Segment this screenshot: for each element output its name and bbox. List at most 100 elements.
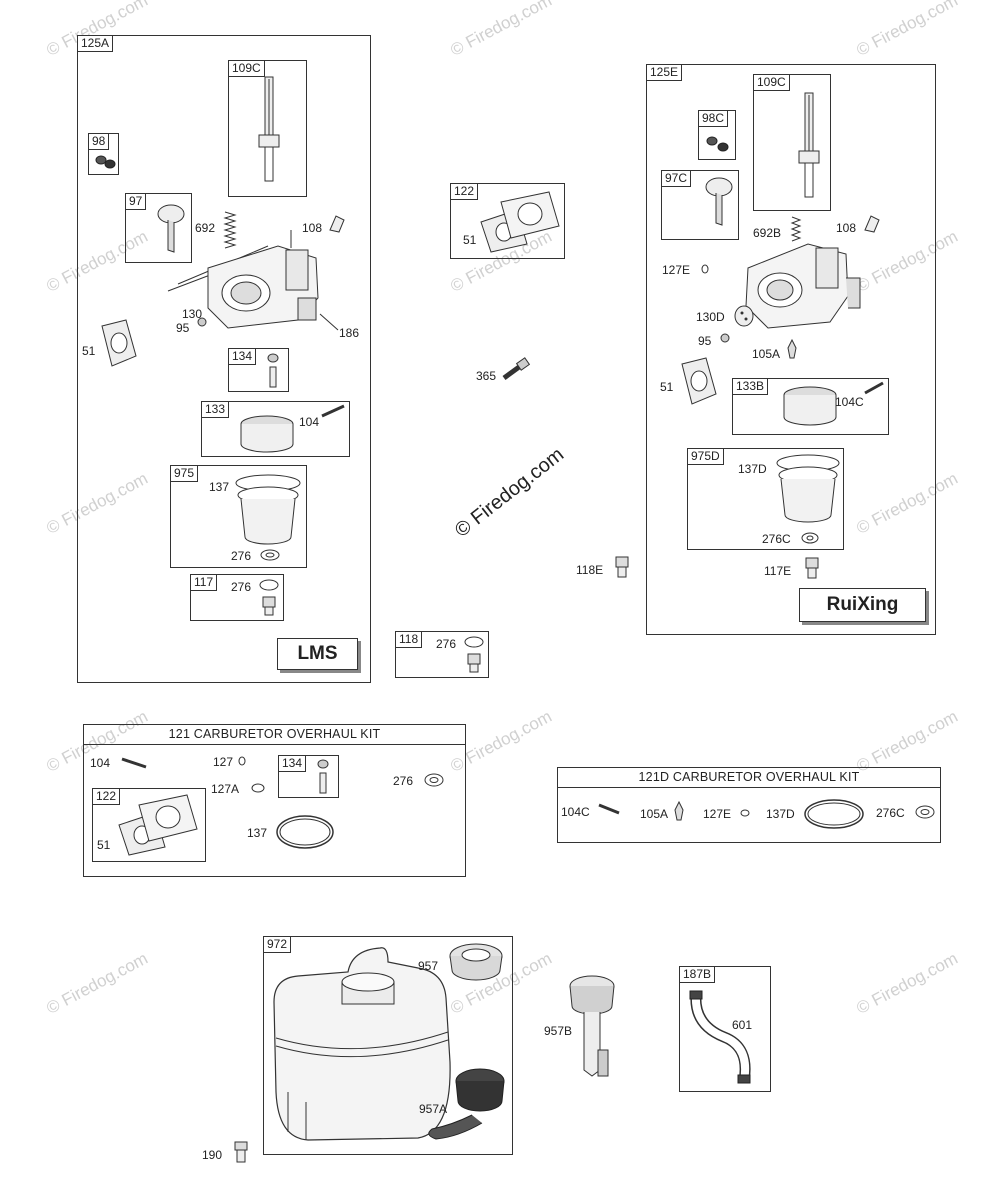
float-icon	[238, 414, 296, 454]
needle-valve-icon	[705, 133, 731, 155]
insulator-gasket-icon	[115, 791, 201, 857]
part-tag: 117	[190, 574, 218, 591]
part-tag: 975	[170, 465, 199, 482]
main-jet-icon	[315, 759, 331, 795]
part-tag: 134	[278, 755, 307, 772]
part-label: 137	[247, 826, 268, 840]
box-133: 133 104	[201, 401, 350, 457]
part-label: 276	[231, 580, 252, 594]
spring-icon	[790, 215, 802, 243]
carburetor-icon	[168, 228, 333, 338]
part-label: 95	[698, 334, 712, 348]
washer-icon	[423, 772, 445, 788]
bowl-screw-icon	[462, 634, 486, 676]
fuel-tank-icon	[268, 942, 468, 1147]
group-125e: 125E	[646, 64, 936, 635]
plug-icon	[700, 264, 710, 274]
part-label: 186	[339, 326, 360, 340]
fuel-cap-tethered-icon	[422, 1065, 512, 1145]
box-109c-e: 109C	[753, 74, 831, 211]
brand-badge-ruixing: RuiXing	[799, 588, 926, 622]
box-134-kit: 134	[278, 755, 339, 798]
part-label: 601	[732, 1018, 753, 1032]
box-98: 98	[88, 133, 119, 175]
center-watermark: © Firedog.com	[450, 443, 569, 542]
fuel-cap-icon	[448, 940, 504, 982]
stud-icon	[500, 358, 532, 382]
box-98c: 98C	[698, 110, 736, 160]
part-label: 365	[476, 369, 497, 383]
box-134: 134	[228, 348, 289, 392]
part-tag: 109C	[228, 60, 265, 77]
part-label: 957B	[544, 1024, 573, 1038]
part-label: 51	[82, 344, 96, 358]
kit-121d: 121D CARBURETOR OVERHAUL KIT	[557, 767, 941, 843]
box-122-kit: 122 51	[92, 788, 206, 862]
part-tag: 133B	[732, 378, 769, 395]
part-label: 130D	[696, 310, 725, 324]
box-972: 972	[263, 936, 513, 1155]
box-975: 975 137 276	[170, 465, 307, 568]
box-97c: 97C	[661, 170, 739, 240]
throttle-shaft-icon	[702, 175, 736, 231]
part-tag: 122	[450, 183, 479, 200]
group-125a: 125A	[77, 35, 371, 683]
kit-title: 121D CARBURETOR OVERHAUL KIT	[558, 768, 940, 788]
float-icon	[781, 385, 839, 429]
part-tag: 122	[92, 788, 121, 805]
group-tag: 125E	[646, 64, 683, 81]
part-label: 104C	[835, 395, 864, 409]
needle-icon	[673, 800, 685, 822]
plug-icon	[237, 756, 247, 766]
float-bowl-vent-icon	[249, 73, 289, 188]
part-label: 276C	[876, 806, 905, 820]
watermark: © Firedog.com	[43, 948, 151, 1018]
part-tag: 972	[263, 936, 292, 953]
part-label: 276	[231, 549, 252, 563]
part-label: 104	[90, 756, 111, 770]
part-label: 137D	[766, 807, 795, 821]
plug-icon	[250, 782, 266, 794]
part-tag: 133	[201, 401, 230, 418]
watermark: © Firedog.com	[853, 948, 961, 1018]
washer-icon	[800, 531, 820, 545]
part-label: 117E	[764, 564, 792, 578]
o-ring-icon	[802, 796, 866, 832]
part-label: 127E	[703, 807, 732, 821]
box-109c: 109C	[228, 60, 307, 197]
float-bowl-icon	[233, 471, 303, 551]
part-tag: 118	[395, 631, 423, 648]
gasket-icon	[96, 318, 140, 368]
plug-icon	[739, 808, 751, 818]
choke-plate-icon	[733, 304, 755, 328]
o-ring-icon	[274, 812, 336, 852]
box-187b: 187B 601	[679, 966, 771, 1092]
part-label: 51	[463, 233, 477, 247]
drain-screw-icon	[229, 1138, 253, 1166]
screw-icon	[719, 332, 731, 344]
part-label: 127A	[211, 782, 240, 796]
brand-badge-lms: LMS	[277, 638, 358, 670]
part-tag: 98	[88, 133, 110, 150]
box-133b: 133B 104C	[732, 378, 889, 435]
group-tag: 125A	[77, 35, 114, 52]
fuel-cap-with-gauge-icon	[558, 970, 626, 1088]
washer-icon	[259, 548, 281, 562]
part-label: 105A	[752, 347, 781, 361]
part-tag: 97	[125, 193, 147, 210]
bowl-screw-icon	[802, 556, 822, 582]
carburetor-icon	[738, 238, 866, 334]
part-label: 130	[182, 307, 203, 321]
kit-121: 121 CARBURETOR OVERHAUL KIT	[83, 724, 466, 877]
part-tag: 134	[228, 348, 257, 365]
needle-valve-icon	[95, 152, 117, 172]
washer-icon	[914, 804, 936, 820]
part-label: 692	[195, 221, 216, 235]
part-label: 276C	[762, 532, 791, 546]
clip-icon	[861, 212, 883, 234]
part-tag: 187B	[679, 966, 716, 983]
part-label: 127E	[662, 263, 691, 277]
fuel-line-icon	[684, 985, 768, 1089]
part-label: 137D	[738, 462, 767, 476]
part-label: 118E	[576, 563, 604, 577]
